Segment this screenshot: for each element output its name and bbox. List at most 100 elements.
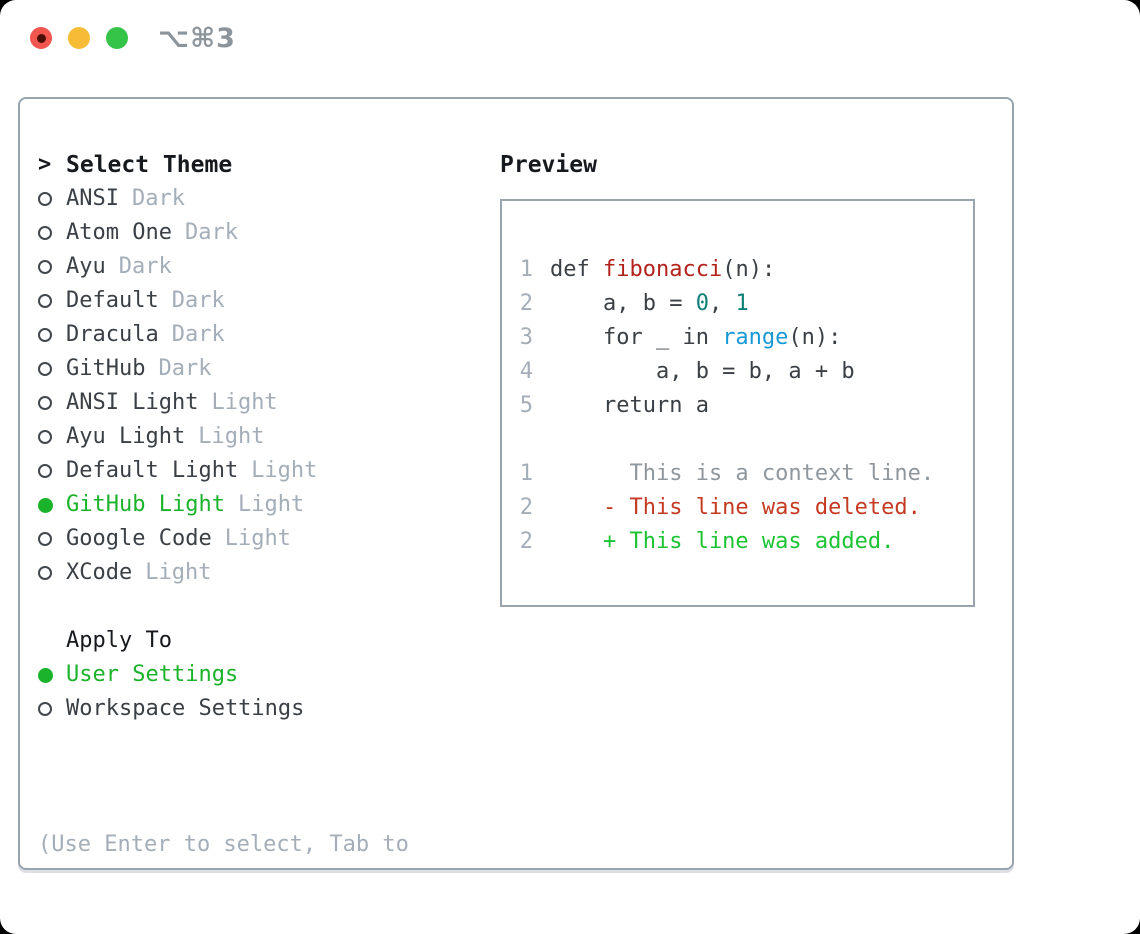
apply-to-header-row: Apply To bbox=[38, 624, 482, 658]
line-number: 4 bbox=[519, 359, 533, 384]
line-number: 2 bbox=[519, 529, 533, 554]
code-segment-deleted: - This line was deleted. bbox=[550, 495, 921, 520]
theme-option-default-light[interactable]: Default Light Light bbox=[38, 454, 482, 488]
theme-name: Ayu bbox=[66, 254, 106, 279]
radio-icon bbox=[38, 192, 52, 206]
code-text: + This line was added. bbox=[550, 525, 894, 559]
theme-option-github-light[interactable]: GitHub Light Light bbox=[38, 488, 482, 522]
code-line: 2 + This line was added. bbox=[519, 525, 965, 559]
theme-variant-badge: Dark bbox=[118, 254, 172, 279]
theme-option-atom-one[interactable]: Atom One Dark bbox=[38, 216, 482, 250]
radio-selected-icon bbox=[38, 667, 53, 683]
radio-icon bbox=[38, 532, 52, 546]
code-text: a, b = 0, 1 bbox=[550, 287, 749, 321]
apply-to-title: Apply To bbox=[66, 628, 172, 653]
code-segment-code: a, b = b, a + b bbox=[550, 359, 855, 384]
code-line: 2 a, b = 0, 1 bbox=[519, 287, 965, 321]
theme-name: GitHub Light bbox=[66, 492, 225, 517]
code-segment-code: return a bbox=[550, 393, 709, 418]
minimize-button[interactable] bbox=[68, 27, 90, 49]
apply-option-label: User Settings bbox=[66, 662, 239, 687]
theme-option-default[interactable]: Default Dark bbox=[38, 284, 482, 318]
apply-option-user-settings[interactable]: User Settings bbox=[38, 658, 482, 692]
theme-option-github[interactable]: GitHub Dark bbox=[38, 352, 482, 386]
radio-icon bbox=[38, 566, 52, 580]
radio-icon bbox=[38, 362, 52, 376]
code-segment-code: for _ in bbox=[550, 325, 723, 350]
theme-variant-badge: Light bbox=[211, 390, 278, 415]
theme-option-google-code[interactable]: Google Code Light bbox=[38, 522, 482, 556]
spacer bbox=[38, 726, 482, 760]
theme-name: XCode bbox=[66, 560, 133, 585]
radio-icon bbox=[38, 464, 52, 478]
theme-option-ansi[interactable]: ANSI Dark bbox=[38, 182, 482, 216]
theme-name: ANSI Light bbox=[66, 390, 199, 415]
help-line: change focus) bbox=[38, 930, 482, 934]
theme-variant-badge: Dark bbox=[184, 220, 238, 245]
radio-icon bbox=[38, 396, 52, 410]
theme-name: GitHub bbox=[66, 356, 146, 381]
radio-icon bbox=[38, 328, 52, 342]
spacer bbox=[38, 590, 482, 624]
theme-variant-badge: Light bbox=[251, 458, 318, 483]
theme-option-ayu-light[interactable]: Ayu Light Light bbox=[38, 420, 482, 454]
line-number: 1 bbox=[519, 461, 533, 486]
radio-icon bbox=[38, 260, 52, 274]
unsaved-changes-dot-icon bbox=[36, 33, 46, 43]
code-text: - This line was deleted. bbox=[550, 491, 921, 525]
code-segment-added: + This line was added. bbox=[550, 529, 895, 554]
line-number bbox=[519, 423, 533, 457]
code-line: 3 for _ in range(n): bbox=[519, 321, 965, 355]
theme-variant-badge: Dark bbox=[131, 186, 185, 211]
prompt-icon: > bbox=[38, 152, 52, 177]
help-text: (Use Enter to select, Tab to change focu… bbox=[38, 760, 482, 934]
theme-variant-badge: Light bbox=[237, 492, 305, 517]
radio-icon bbox=[38, 226, 52, 240]
line-number: 2 bbox=[519, 495, 533, 520]
theme-name: Ayu Light bbox=[66, 424, 186, 449]
theme-option-ayu[interactable]: Ayu Dark bbox=[38, 250, 482, 284]
help-line: (Use Enter to select, Tab to bbox=[38, 832, 409, 857]
theme-name: Google Code bbox=[66, 526, 212, 551]
line-number: 1 bbox=[519, 257, 533, 282]
theme-name: Dracula bbox=[66, 322, 159, 347]
apply-option-workspace-settings[interactable]: Workspace Settings bbox=[38, 692, 482, 726]
theme-name: Default Light bbox=[66, 458, 239, 483]
code-line: 4 a, b = b, a + b bbox=[519, 355, 965, 389]
zoom-button[interactable] bbox=[106, 27, 128, 49]
preview-header-row: Preview bbox=[500, 148, 1012, 182]
theme-name: ANSI bbox=[66, 186, 119, 211]
theme-option-xcode[interactable]: XCode Light bbox=[38, 556, 482, 590]
theme-option-ansi-light[interactable]: ANSI Light Light bbox=[38, 386, 482, 420]
line-number: 3 bbox=[519, 325, 533, 350]
theme-variant-badge: Dark bbox=[171, 288, 225, 313]
code-line: 5 return a bbox=[519, 389, 965, 423]
theme-name: Default bbox=[66, 288, 159, 313]
theme-name: Atom One bbox=[66, 220, 172, 245]
code-segment-code: a, b = bbox=[550, 291, 696, 316]
code-line: 1 This is a context line. bbox=[519, 457, 965, 491]
select-theme-title: Select Theme bbox=[66, 152, 233, 178]
code-segment-code: (n): bbox=[788, 325, 842, 350]
theme-variant-badge: Light bbox=[145, 560, 212, 585]
code-segment-builtin: range bbox=[722, 325, 789, 350]
code-line: 1 def fibonacci(n): bbox=[519, 253, 965, 287]
radio-icon bbox=[38, 294, 52, 308]
close-button[interactable] bbox=[30, 27, 52, 49]
code-segment-num: 1 bbox=[735, 291, 749, 316]
radio-selected-icon bbox=[38, 497, 53, 513]
theme-variant-badge: Dark bbox=[158, 356, 212, 381]
radio-icon bbox=[38, 702, 52, 716]
code-text: This is a context line. bbox=[550, 457, 934, 491]
titlebar: ⌥⌘3 bbox=[30, 23, 236, 54]
theme-variant-badge: Light bbox=[224, 526, 291, 551]
code-text: def fibonacci(n): bbox=[550, 253, 775, 287]
theme-variant-badge: Light bbox=[198, 424, 265, 449]
